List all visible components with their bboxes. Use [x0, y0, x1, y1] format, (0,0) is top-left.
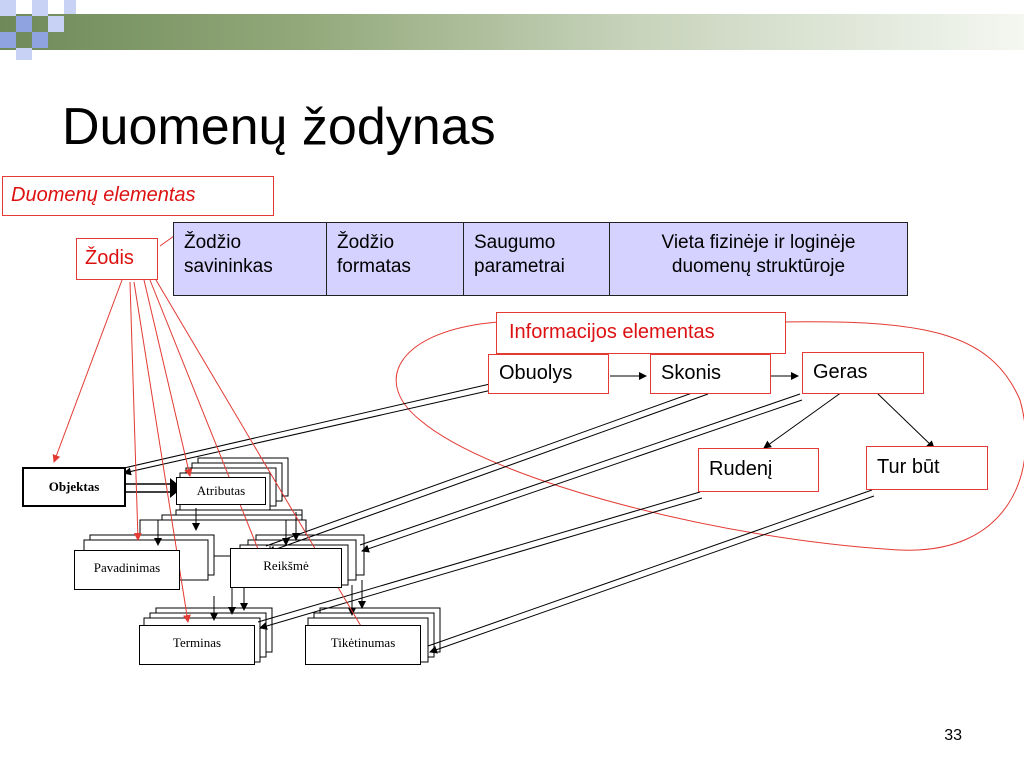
decorative-square [64, 0, 76, 14]
data-element-label: Duomenų elementas [2, 176, 274, 216]
node-tur-but: Tur būt [866, 446, 988, 490]
decorative-square [32, 32, 48, 48]
column-security-parameters: Saugumo parametrai [463, 222, 610, 296]
node-geras: Geras [802, 352, 924, 394]
decorative-square [16, 16, 32, 32]
decorative-square [48, 16, 64, 32]
node-obuolys: Obuolys [488, 354, 609, 394]
entity-objektas: Objektas [22, 467, 126, 507]
entity-atributas: Atributas [176, 477, 266, 505]
slide-title: Duomenų žodynas [62, 98, 496, 156]
decorative-square [32, 0, 48, 16]
node-skonis: Skonis [650, 354, 771, 394]
info-loop [395, 321, 1024, 551]
decorative-top-bar [0, 14, 1024, 50]
column-location: Vieta fizinėje ir loginėje duomenų struk… [609, 222, 908, 296]
decorative-square [16, 48, 32, 60]
info-element-label: Informacijos elementas [496, 312, 786, 354]
decorative-square [0, 32, 16, 48]
page-number: 33 [944, 727, 962, 744]
entity-tiketinumas: Tikėtinumas [305, 625, 421, 665]
column-word-owner: Žodžio savininkas [173, 222, 327, 296]
entity-pavadinimas: Pavadinimas [74, 550, 180, 590]
entity-terminas: Terminas [139, 625, 255, 665]
decorative-square [0, 0, 16, 16]
word-label: Žodis [76, 238, 158, 280]
node-rudeni: Rudenį [698, 448, 819, 492]
column-word-format: Žodžio formatas [326, 222, 464, 296]
entity-reiksme: Reikšmė [230, 548, 342, 588]
